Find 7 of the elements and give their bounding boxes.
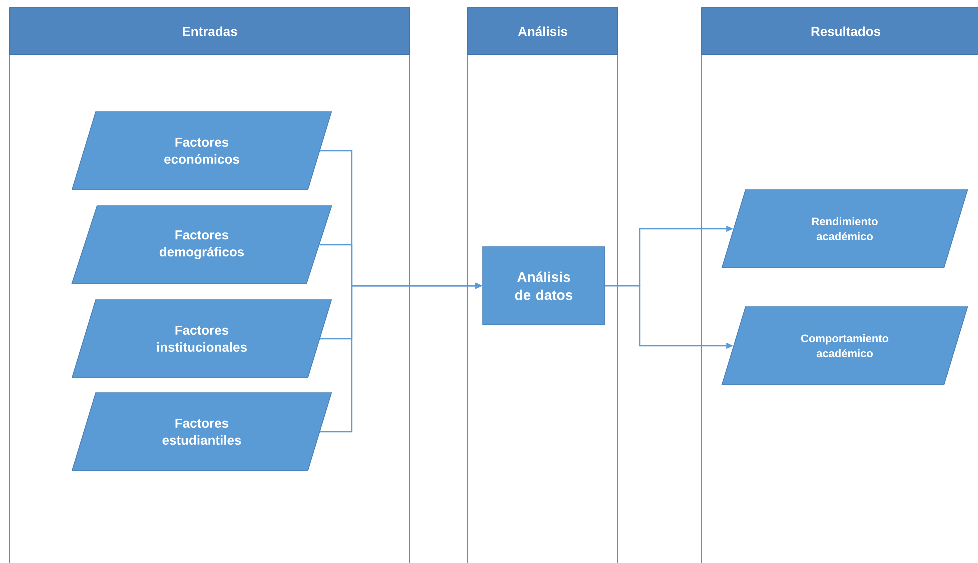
data-parallelogram: Factores estudiantiles — [72, 392, 332, 472]
data-parallelogram: Comportamiento académico — [722, 306, 968, 386]
data-parallelogram: Factores institucionales — [72, 300, 332, 378]
data-parallelogram: Factores demográficos — [72, 206, 332, 284]
process-box: Análisis de datos — [482, 246, 606, 326]
data-parallelogram: Rendimiento académico — [722, 190, 968, 268]
data-parallelogram: Factores económicos — [72, 112, 332, 190]
